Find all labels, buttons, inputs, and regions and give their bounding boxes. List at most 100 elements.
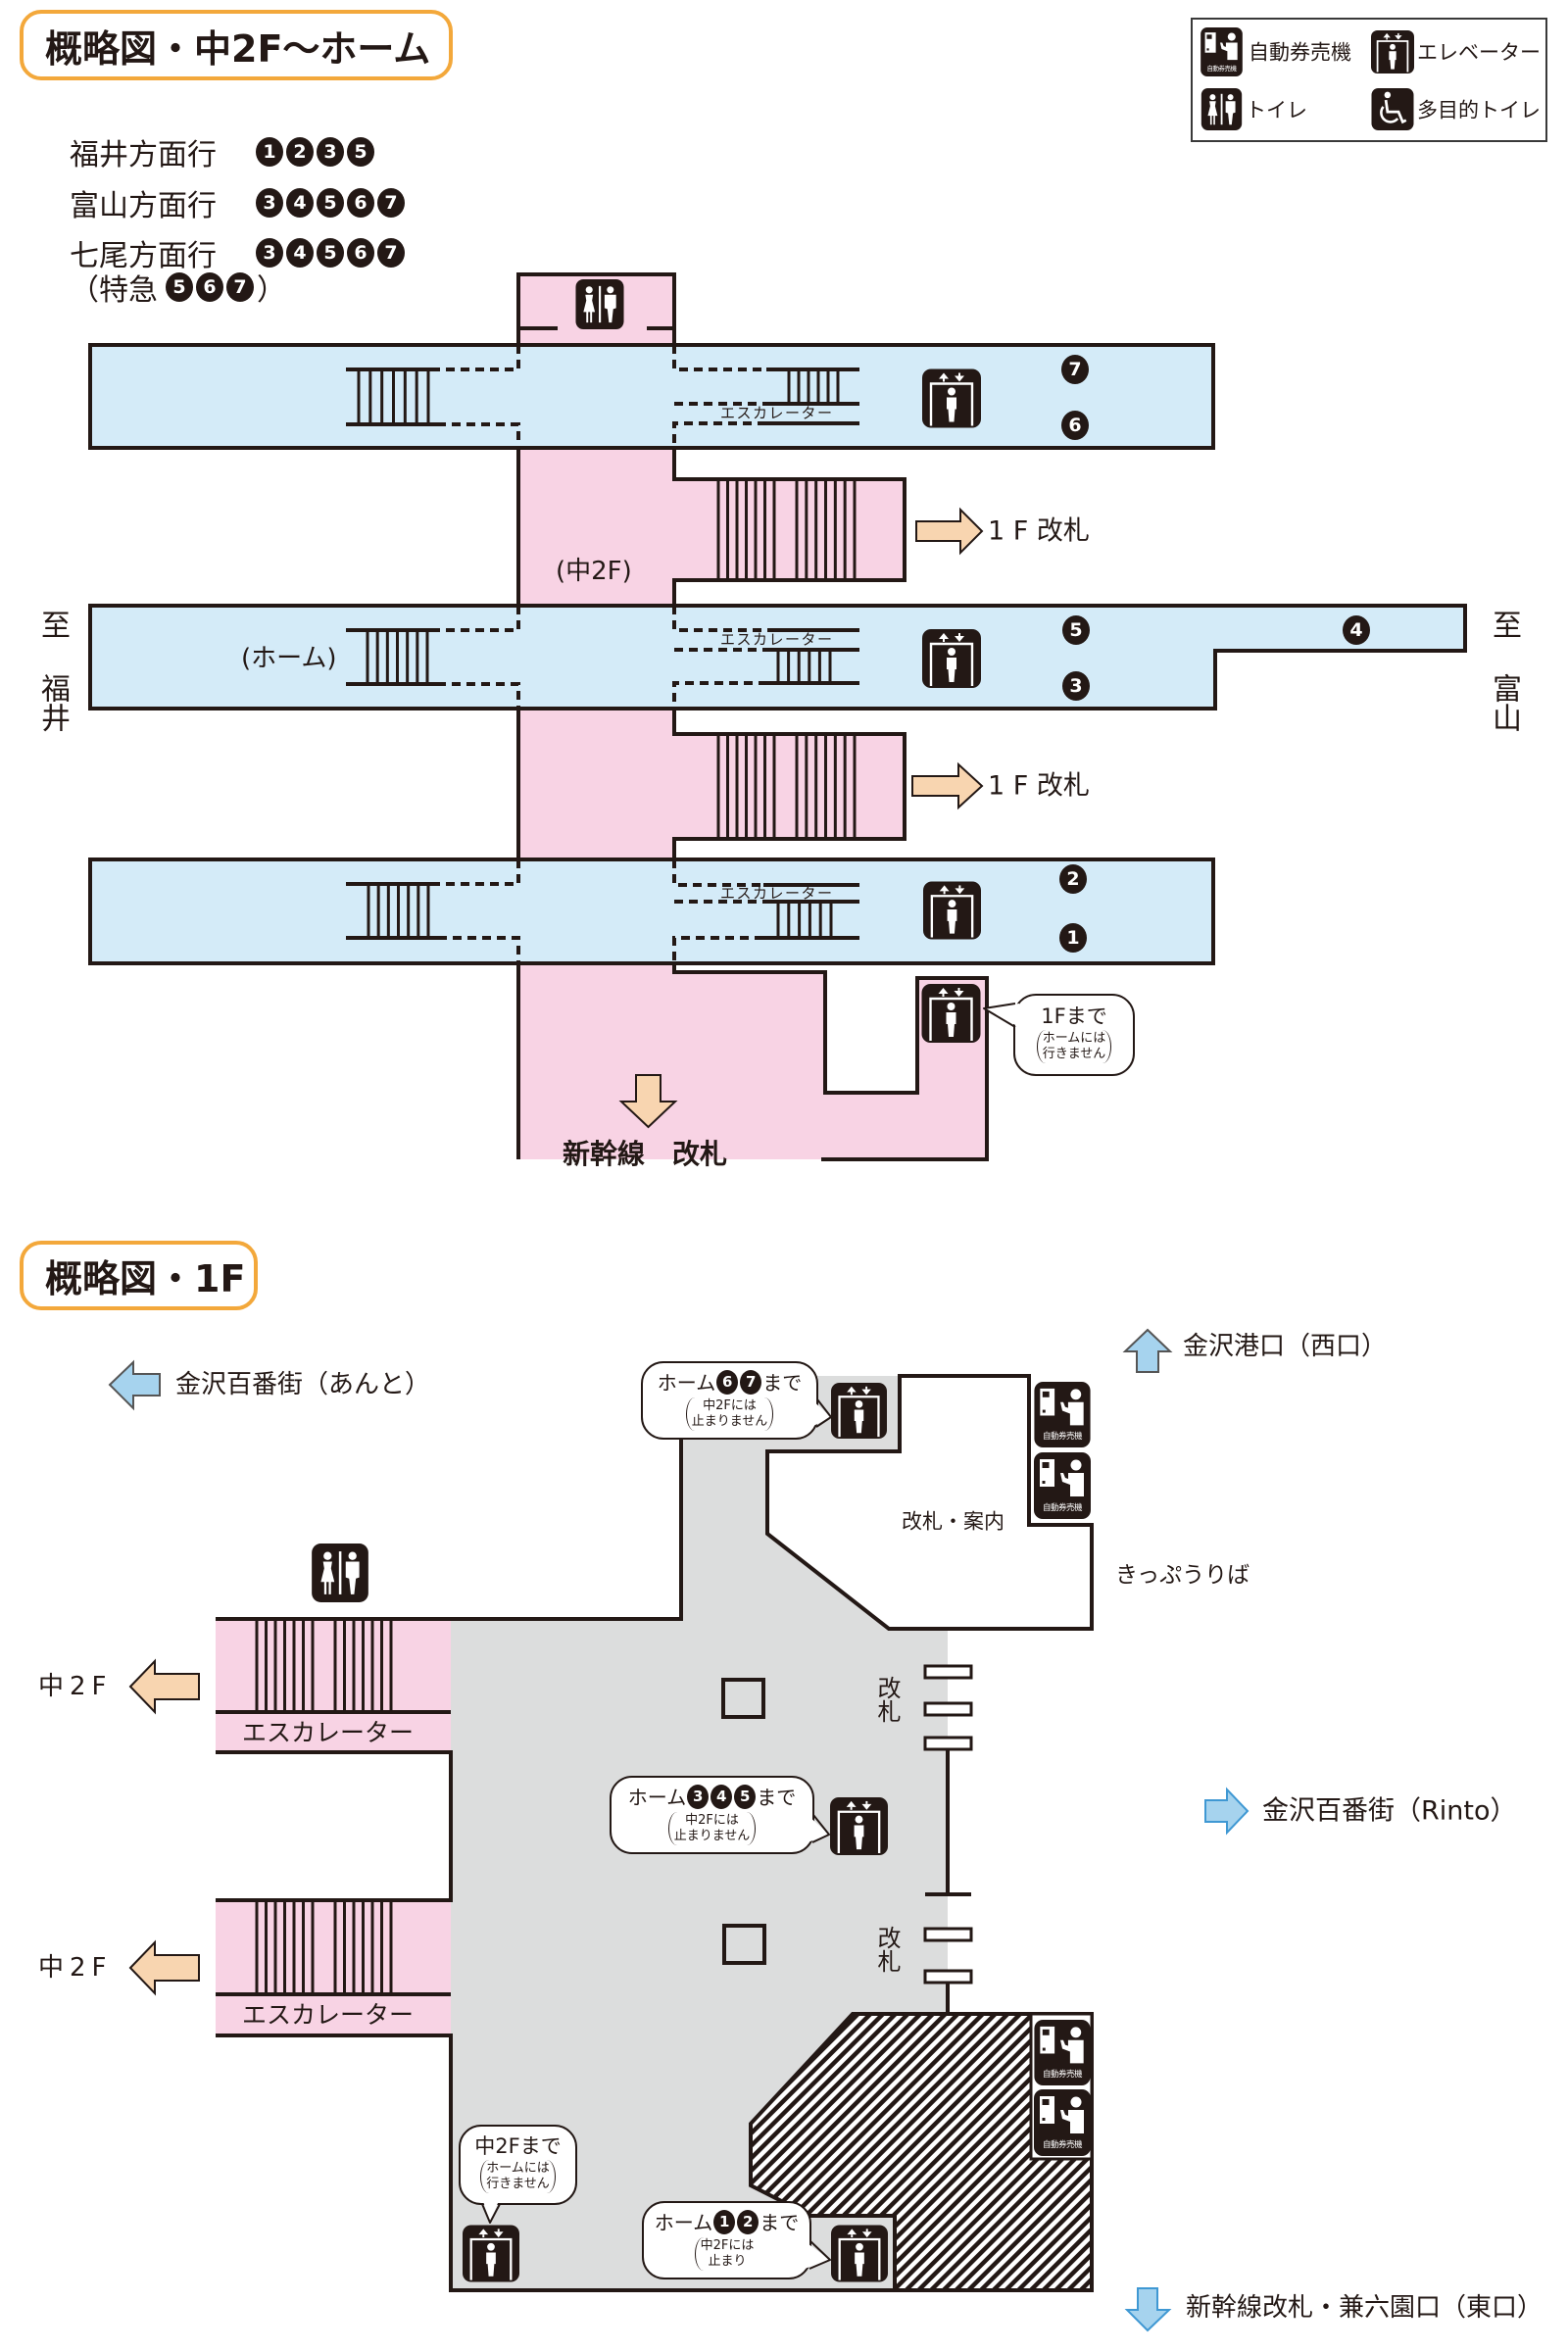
arrow-down-icon: [1124, 2287, 1172, 2332]
ticket-machine: 自動券売機: [1034, 2020, 1091, 2085]
escalator-area: [216, 1619, 451, 1752]
track-number-badge: 3: [256, 238, 283, 268]
wall: [216, 1750, 453, 1902]
arrow-left-icon: [108, 1359, 161, 1411]
ticket-gate-line: [923, 1664, 973, 2014]
elevator-note-suffix: まで: [757, 1785, 797, 1809]
track-number-badge: 4: [710, 1785, 733, 1809]
track-number-badge: 7: [377, 238, 405, 268]
exit-rinto-label: 金沢百番街（Rinto）: [1262, 1795, 1517, 1827]
accessible-restroom-icon: [1371, 88, 1414, 130]
legend: 自動券売機 自動券売機 エレベーター トイレ 多目的トイレ: [1191, 18, 1547, 142]
elevator-icon: [1371, 29, 1414, 74]
track-number-badge: 2: [286, 137, 314, 167]
elevator-note-mezzanine-only: 中2Fまで ホームには 行きません: [460, 2126, 576, 2204]
arrow-up-icon: [1122, 1328, 1173, 1373]
track-number-badge: 3: [1062, 671, 1090, 701]
escalator-label: エスカレーター: [720, 630, 834, 649]
elevator-icon: [830, 1797, 888, 1855]
track-number-badge: 1: [713, 2210, 736, 2234]
exit-anto-label: 金沢百番街（あんと）: [175, 1370, 431, 1399]
track-number-badge: 1: [1059, 923, 1087, 953]
elevator-note-sub-line: 止まりません: [691, 1414, 768, 1429]
elevator-note-suffix: まで: [762, 1370, 803, 1395]
escalator-label: エスカレーター: [720, 404, 834, 422]
ticket-gate: [923, 1969, 973, 1984]
limited-express-label: 特急: [99, 273, 158, 308]
track-number-badge: 6: [1061, 411, 1089, 440]
track-number-badge: 7: [1061, 355, 1089, 384]
legend-label: 多目的トイレ: [1417, 98, 1541, 122]
track-number-badge: 6: [716, 1370, 739, 1395]
gate-label: 改札: [873, 1676, 901, 1723]
track-number-badge: 6: [196, 272, 223, 302]
direction-fukui: 至 福井: [35, 610, 70, 732]
platform-stairs: [346, 368, 437, 426]
mezzanine-concourse: [518, 709, 905, 859]
platform-tracks-2-1: [88, 858, 1215, 965]
elevator-note-main: 1Fまで: [1041, 1004, 1107, 1028]
track-number-badge: 5: [734, 1785, 757, 1809]
track-number-badge: 5: [1062, 615, 1090, 645]
pillar: [722, 1924, 766, 1965]
stairs-to-1f: [716, 734, 857, 839]
ticket-office-area: [765, 1374, 1094, 1631]
destination-label: 七尾方面行: [70, 239, 217, 273]
platform-tracks-7-6: [88, 343, 1215, 450]
track-number-badge: 4: [286, 238, 314, 268]
elevator-note-sub-line: ホームには: [1042, 1031, 1106, 1046]
legend-label: トイレ: [1246, 98, 1307, 122]
exit-1f-gate-label: 1 F 改札: [988, 515, 1090, 547]
platform-escalator: [767, 628, 859, 685]
elevator-note-prefix: ホーム: [657, 1370, 716, 1395]
track-number-badge: 1: [256, 137, 283, 167]
stair-opening-outline: [437, 606, 767, 709]
wall: [216, 2034, 895, 2292]
ticket-gate: [923, 1927, 973, 1942]
track-number-badge: 3: [256, 188, 283, 218]
stairs-to-1f: [716, 479, 857, 580]
ticket-gate: [923, 1736, 973, 1751]
escalator-label: エスカレーター: [242, 2000, 415, 2030]
elevator-icon: [831, 2225, 888, 2282]
escalator-steps: [255, 1619, 393, 1712]
legend-ticket-machine: 自動券売機: [1200, 27, 1243, 76]
ticket-gate: [923, 1701, 973, 1717]
mezzanine-wall: [516, 963, 989, 1161]
exit-west-label: 金沢港口（西口）: [1183, 1332, 1388, 1361]
restroom-annex-wall: [516, 272, 676, 347]
track-number-badge: 7: [377, 188, 405, 218]
track-number-badge: 4: [286, 188, 314, 218]
ticket-office-label: きっぷうりば: [1115, 1562, 1250, 1589]
escalator-label: エスカレーター: [720, 884, 834, 903]
shinkansen-gate-label: 新幹線 改札: [563, 1138, 728, 1170]
track-number-badge: 5: [166, 272, 193, 302]
elevator-icon: [922, 368, 981, 428]
arrow-left-icon: [128, 1939, 200, 1996]
elevator-icon: [922, 629, 981, 688]
upper-map-title-text: 概略図・中2F〜ホーム: [45, 26, 431, 71]
elevator-note-sub-line: ホームには: [486, 2161, 550, 2176]
ticket-machine-caption: 自動券売機: [1042, 2070, 1083, 2080]
elevator-note-prefix: ホーム: [627, 1785, 687, 1809]
escalator-label: エスカレーター: [242, 1718, 415, 1747]
paren-open: （: [70, 273, 99, 308]
track-number-badge: 4: [1343, 615, 1370, 645]
upper-map-title: 概略図・中2F〜ホーム: [20, 10, 453, 80]
pillar: [721, 1678, 765, 1719]
ticket-machine: 自動券売機: [1034, 2089, 1091, 2156]
track-number-badge: 3: [317, 137, 344, 167]
elevator-icon: [923, 881, 981, 940]
ground-floor-map: [108, 1328, 1250, 2332]
